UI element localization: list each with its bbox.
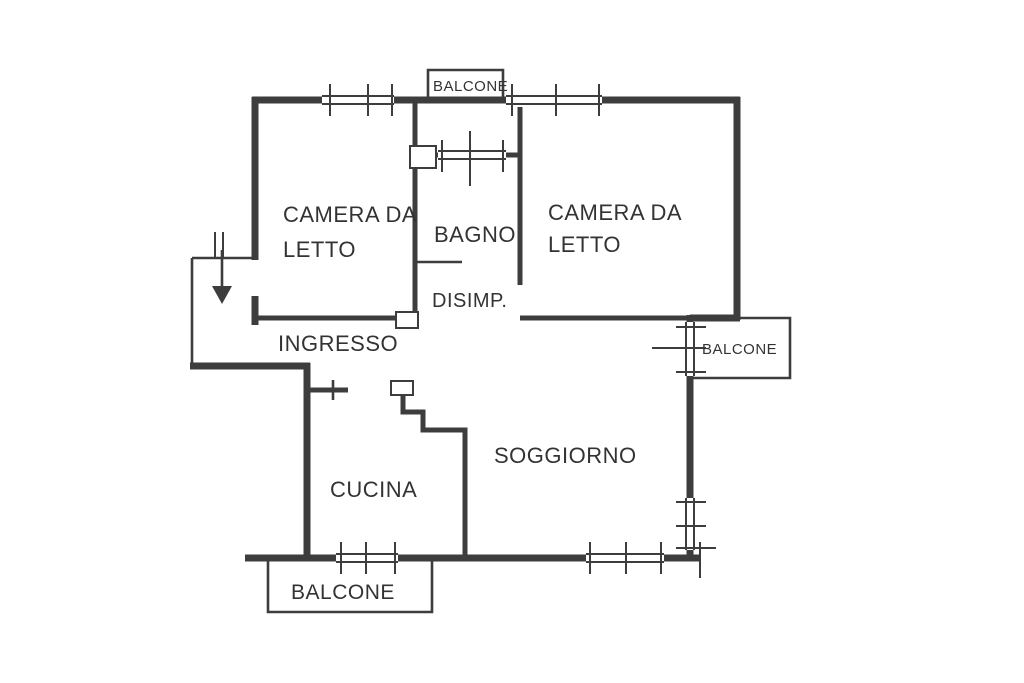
windows	[322, 84, 716, 578]
room-label-bedroom-right-line1: CAMERA DA	[548, 200, 682, 225]
room-label-kitchen: CUCINA	[330, 477, 417, 502]
balcony-label-right: BALCONE	[702, 341, 777, 358]
window-living-room-right	[676, 498, 716, 578]
window-bedroom-left	[322, 84, 394, 116]
balcony-top-outline	[426, 68, 505, 100]
wall-kitchen-living-divider	[400, 390, 468, 558]
entrance-arrow-icon	[212, 286, 232, 304]
room-label-living-room: SOGGIORNO	[494, 443, 637, 468]
room-label-bedroom-left-line1: CAMERA DA	[283, 202, 417, 227]
interior-walls	[255, 100, 692, 558]
balcony-door-right	[652, 322, 706, 376]
room-label-entrance: INGRESSO	[278, 331, 398, 356]
room-labels: CAMERA DA LETTO BAGNO CAMERA DA LETTO DI…	[278, 78, 777, 604]
window-bathroom	[438, 131, 506, 186]
balcony-bottom-outline	[266, 558, 434, 614]
window-living-room	[586, 542, 664, 574]
door-jambs	[390, 145, 437, 396]
thin-walls	[190, 256, 462, 400]
window-bedroom-right	[506, 84, 602, 116]
entrance-marks	[212, 232, 232, 304]
room-label-bedroom-right-line2: LETTO	[548, 232, 621, 257]
pier-bathroom-corner	[409, 145, 437, 169]
room-label-bathroom: BAGNO	[434, 222, 516, 247]
room-label-hallway: DISIMP.	[432, 290, 507, 312]
room-label-bedroom-left-line2: LETTO	[283, 237, 356, 262]
balcony-right-outline	[690, 316, 792, 380]
balconies	[266, 68, 792, 614]
door-jamb-kitchen	[390, 380, 414, 396]
balcony-label-top: BALCONE	[433, 78, 508, 95]
door-jamb-bedroom-left	[395, 311, 419, 329]
window-kitchen	[336, 542, 398, 574]
balcony-label-bottom: BALCONE	[291, 581, 395, 604]
